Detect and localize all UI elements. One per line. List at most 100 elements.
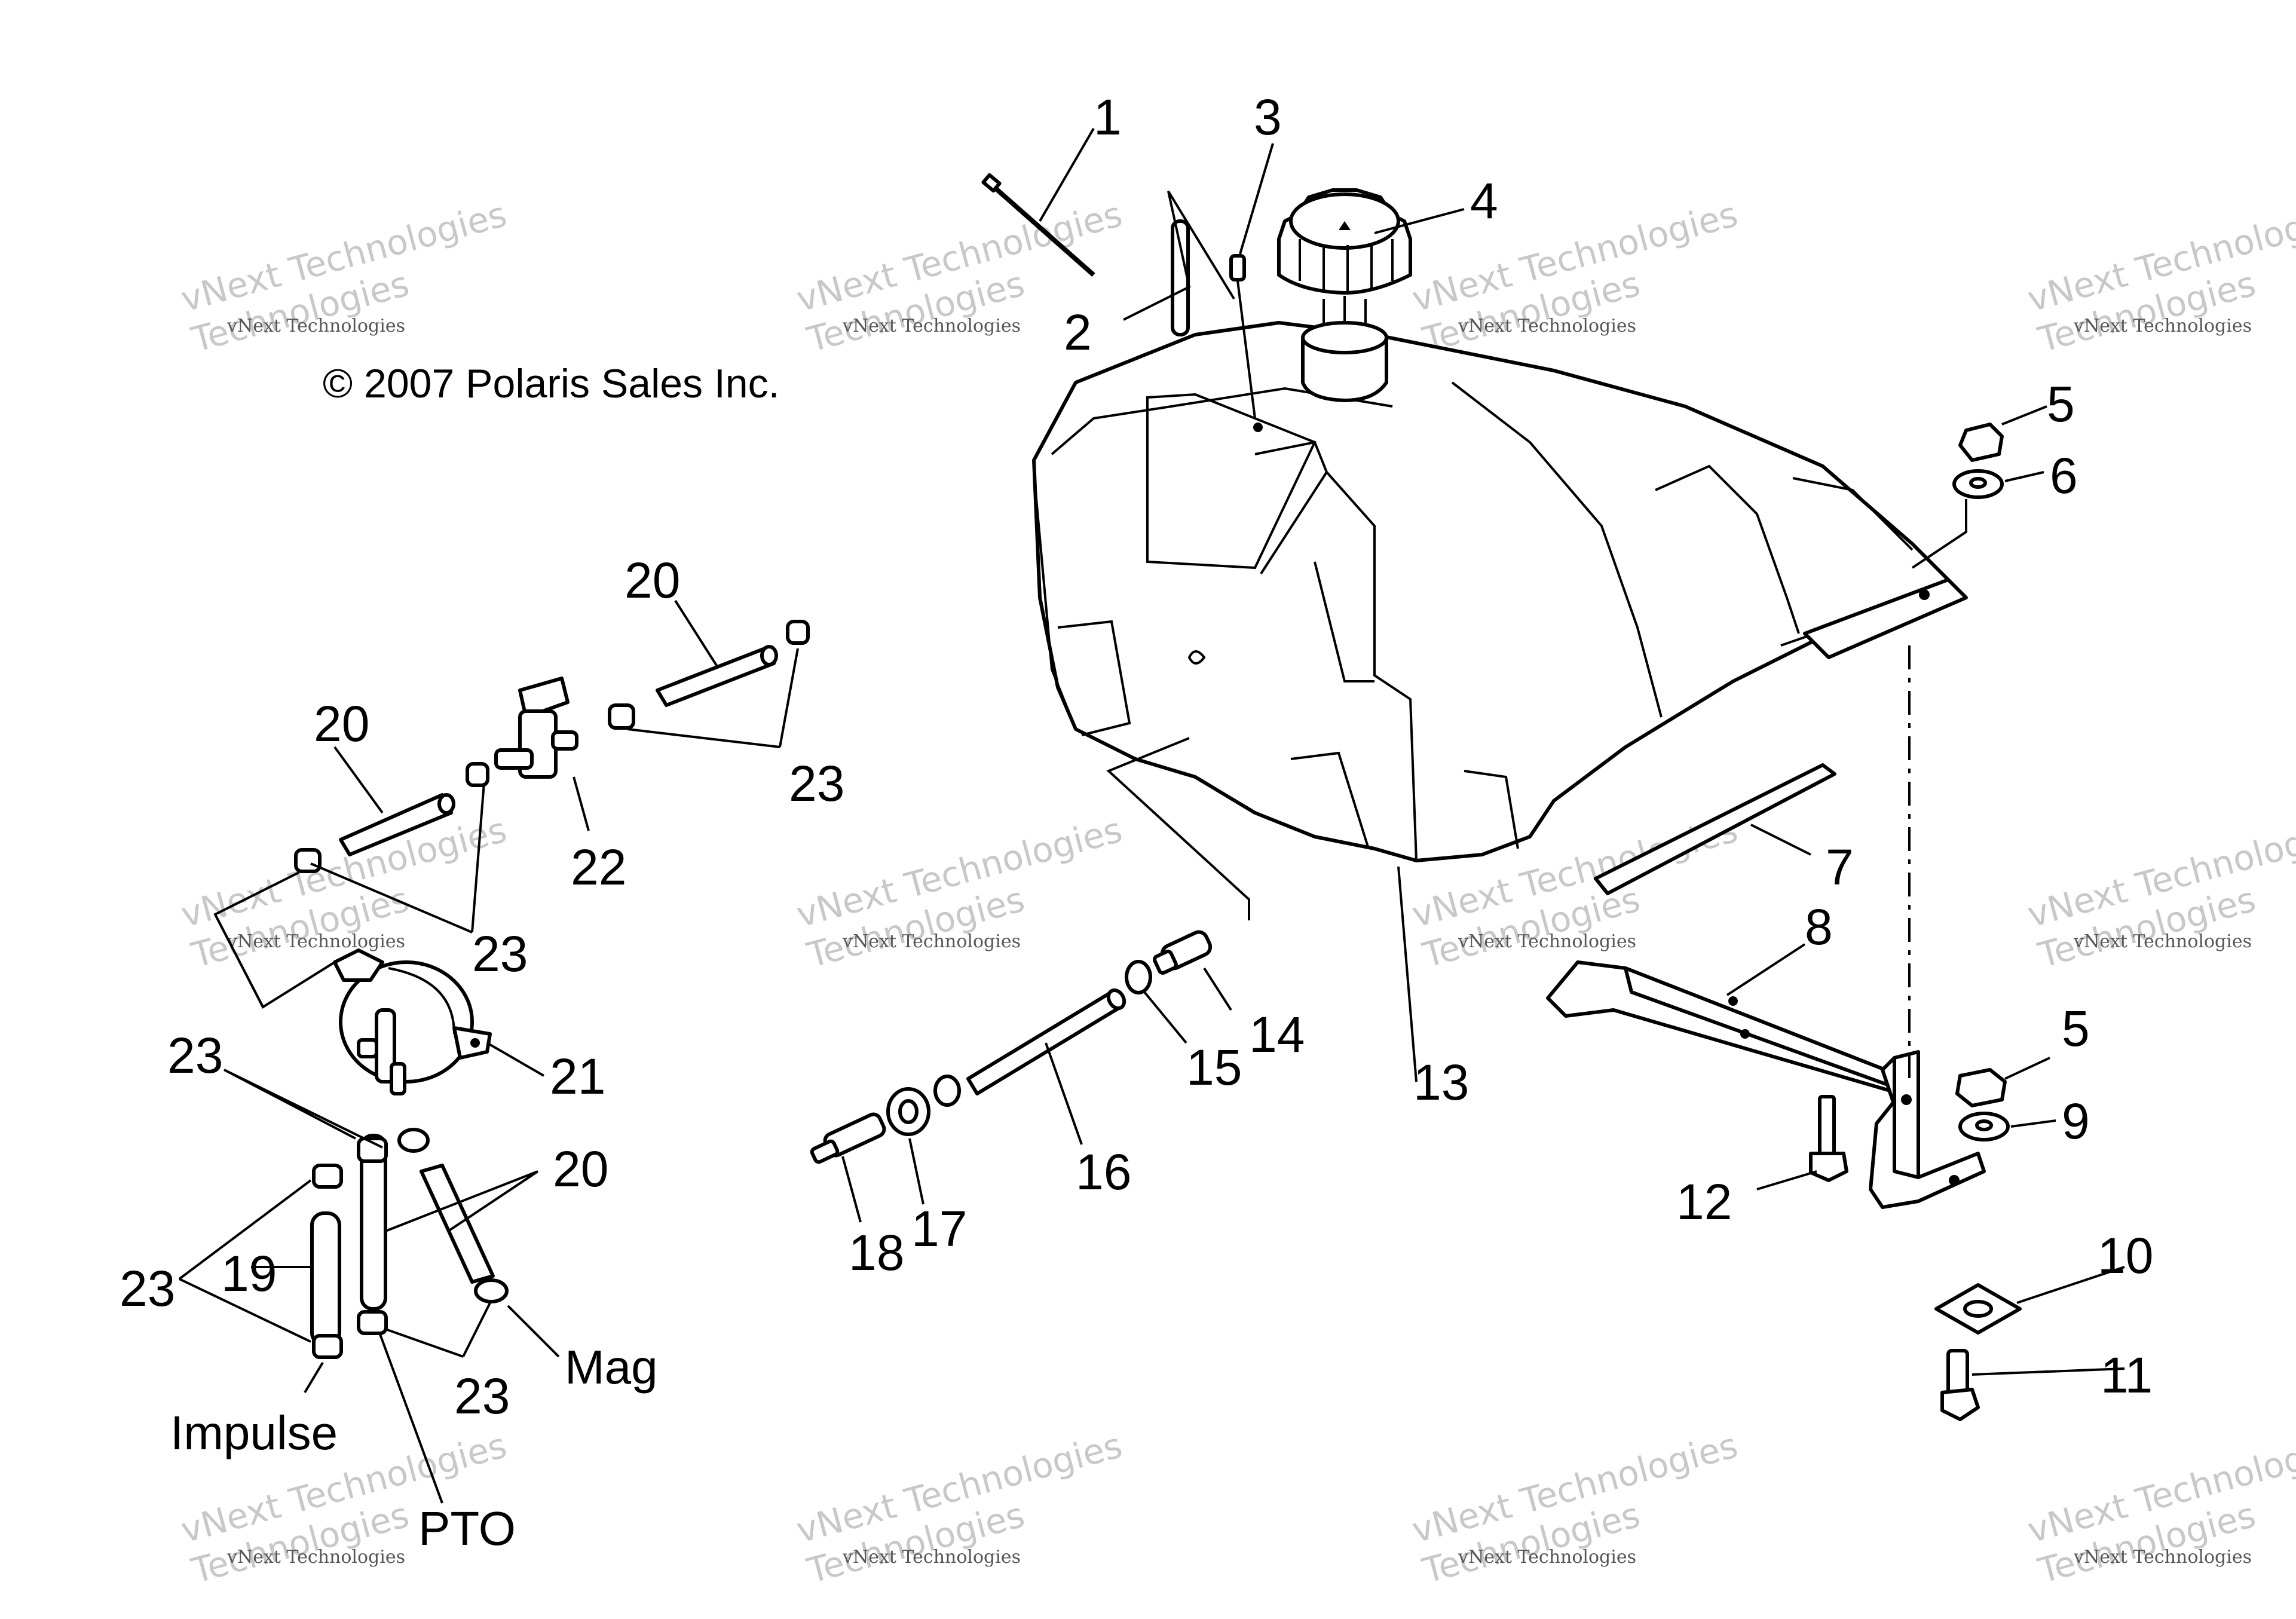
callout-14: 14 (1249, 1006, 1305, 1063)
watermark: vNext Technologies Technologies vNext Te… (2023, 809, 2296, 976)
watermark: vNext Technologies Technologies vNext Te… (2023, 194, 2296, 360)
watermark-small-text: vNext Technologies (226, 1547, 405, 1568)
hose-clamp-23 (608, 703, 635, 730)
callout-5-lower: 5 (2062, 1000, 2090, 1057)
callout-15: 15 (1186, 1039, 1242, 1095)
hose-clamp-23 (312, 1334, 343, 1359)
callout-21: 21 (550, 1048, 605, 1104)
hose-clamp-23 (312, 1164, 343, 1189)
washer-lower (1958, 1112, 2010, 1141)
callout-20-lower: 20 (553, 1141, 608, 1197)
hose-clamp-23 (786, 620, 810, 645)
watermark-small-text: vNext Technologies (226, 931, 405, 952)
cable-tie (981, 173, 1095, 277)
callout-23-pump: 23 (167, 1027, 223, 1084)
copyright-text: © 2007 Polaris Sales Inc. (323, 361, 780, 406)
hose-clamp-16 (933, 1075, 961, 1107)
callout-9: 9 (2062, 1093, 2090, 1149)
vent-fitting (1229, 254, 1263, 432)
tank-outlet-fitting (1153, 930, 1213, 975)
callout-23-bottom: 23 (454, 1368, 510, 1424)
valve-fitting-18 (810, 1112, 886, 1164)
watermark-small-text: vNext Technologies (842, 931, 1021, 952)
leader-lines (178, 127, 2125, 1504)
callout-4: 4 (1470, 173, 1498, 229)
watermark: vNext Technologies Technologies vNext Te… (792, 809, 1126, 976)
callout-22: 22 (571, 839, 626, 895)
watermark-small-text: vNext Technologies (1458, 1547, 1636, 1568)
watermark: vNext Technologies Technologies vNext Te… (792, 194, 1126, 360)
callout-7: 7 (1826, 839, 1854, 895)
vent-hose (1171, 219, 1190, 336)
callout-12: 12 (1676, 1174, 1732, 1230)
bracket-hole (1728, 996, 1738, 1006)
fuel-cap (1277, 188, 1412, 295)
pto-hose-20 (360, 1134, 387, 1311)
label-mag: Mag (565, 1341, 658, 1394)
watermark: vNext Technologies Technologies vNext Te… (2023, 1425, 2296, 1592)
bracket-hole (1949, 1175, 1960, 1186)
callout-13: 13 (1413, 1054, 1469, 1110)
bracket-hole (1901, 1094, 1912, 1105)
callout-5-upper: 5 (2047, 376, 2075, 432)
callout-20-upper-right: 20 (624, 552, 680, 608)
grommet-17 (886, 1087, 930, 1136)
callout-17: 17 (911, 1201, 967, 1257)
impulse-hose-19 (310, 1211, 341, 1346)
watermark-small-text: vNext Technologies (1458, 931, 1636, 952)
flange-hole (1919, 589, 1930, 600)
fuel-shutoff-valve (494, 677, 578, 779)
callouts: 1 2 3 4 5 6 7 8 5 9 10 11 12 13 14 15 16… (120, 89, 2153, 1424)
watermark-small-text: vNext Technologies (842, 1547, 1021, 1568)
hose-clamp-23 (357, 1310, 388, 1335)
watermark: vNext Technologies Technologies vNext Te… (792, 1425, 1126, 1592)
tank-bracket (1546, 960, 1986, 1209)
callout-18: 18 (849, 1225, 904, 1281)
watermark-small-text: vNext Technologies (2073, 931, 2252, 952)
callout-10: 10 (2098, 1228, 2153, 1284)
fuel-hose-20-upper-right (656, 645, 778, 707)
bracket-hole (1740, 1029, 1750, 1039)
bolt-lower (1940, 1349, 1980, 1421)
callout-19: 19 (221, 1245, 277, 1302)
callout-8: 8 (1805, 899, 1833, 955)
hose-clamp-23 (466, 762, 489, 787)
watermark-small-text: vNext Technologies (842, 316, 1021, 336)
watermark-small-text: vNext Technologies (2073, 316, 2252, 336)
callout-11: 11 (2101, 1347, 2153, 1403)
watermark-small-text: vNext Technologies (2073, 1547, 2252, 1568)
isolator-plate (1934, 1283, 2022, 1335)
watermark: vNext Technologies Technologies vNext Te… (1408, 1425, 1742, 1592)
hose-clamp-23 (474, 1278, 509, 1303)
hose-clamp-23 (294, 848, 322, 873)
tank-pad-strip (1594, 763, 1836, 895)
mag-hose-20 (420, 1164, 495, 1284)
hose-clamp-23 (397, 1128, 430, 1153)
label-impulse: Impulse (170, 1406, 338, 1459)
fuel-tank (1032, 296, 1968, 862)
nut-top (1958, 423, 2004, 462)
callout-16: 16 (1076, 1144, 1131, 1200)
callout-3: 3 (1254, 89, 1282, 145)
washer-top (1952, 469, 2004, 499)
callout-23-upper-right: 23 (789, 755, 844, 812)
nut-lower (1955, 1068, 2007, 1107)
callout-6: 6 (2050, 448, 2078, 504)
hose-clamp-15 (1125, 960, 1152, 994)
label-pto: PTO (418, 1502, 516, 1555)
fuel-hose-16 (966, 988, 1126, 1095)
pump-mount-hole (470, 1038, 480, 1048)
vent-hole (1253, 423, 1263, 432)
callout-23-left: 23 (120, 1260, 175, 1317)
watermark-small-text: vNext Technologies (226, 316, 405, 336)
callout-20-upper-left: 20 (314, 696, 369, 752)
cap-arrow-icon (1339, 221, 1351, 230)
fuel-pump (333, 948, 492, 1095)
hose-clamp-23 (357, 1137, 388, 1163)
callout-23-upper-left: 23 (472, 926, 528, 982)
fuel-hose-20-upper-left (339, 793, 455, 856)
callout-2: 2 (1064, 304, 1092, 360)
watermark-small-text: vNext Technologies (1458, 316, 1636, 336)
callout-1: 1 (1094, 89, 1122, 145)
